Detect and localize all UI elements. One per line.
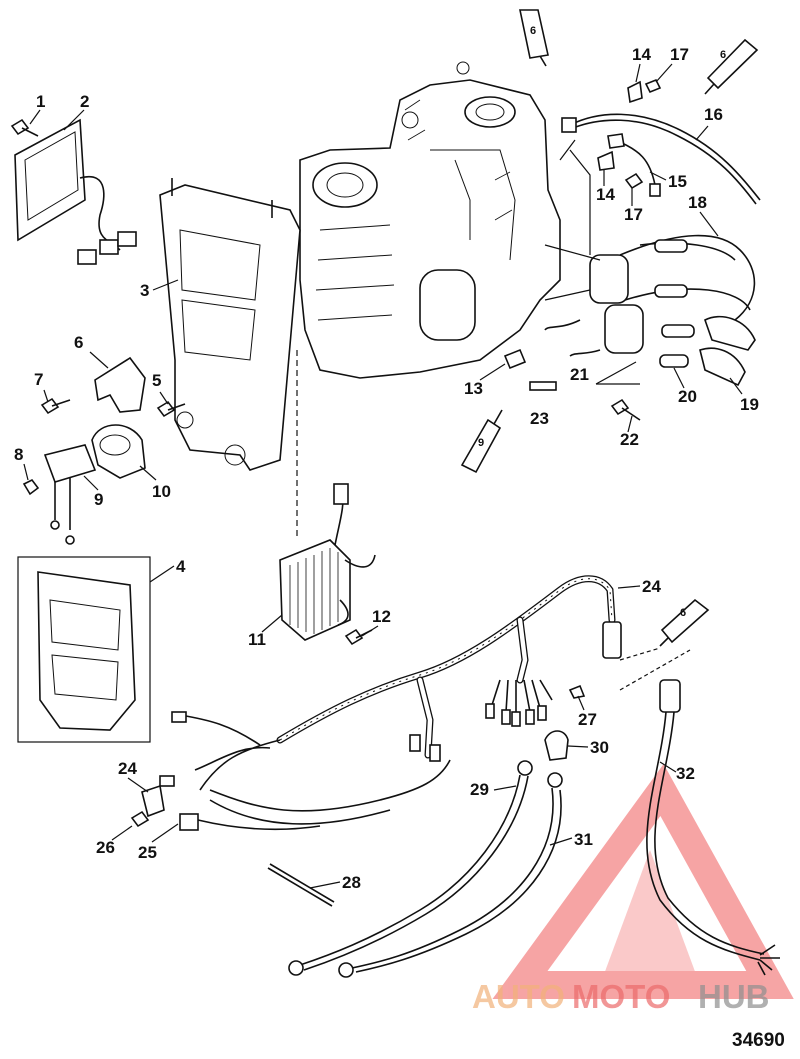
callout-label: 11: [248, 630, 266, 649]
sealant-tube-9: 9: [460, 409, 503, 474]
watermark-text: AUTO MOTO HUB: [472, 978, 770, 1015]
callout-label: 32: [676, 764, 695, 783]
callout-label: 23: [530, 409, 549, 428]
svg-text:6: 6: [530, 25, 536, 37]
callout-label: 20: [678, 387, 697, 406]
callout-label: 4: [176, 557, 186, 576]
figure-number: 34690: [732, 1030, 785, 1051]
part-1-screw: [10, 118, 39, 137]
svg-text:AUTO: AUTO: [472, 978, 565, 1015]
callout-label: 8: [14, 445, 23, 464]
callout-label: 13: [464, 379, 483, 398]
watermark-logo: [492, 764, 794, 999]
callout-label: 15: [668, 172, 687, 191]
callout-label: 17: [624, 205, 643, 224]
callout-label: 27: [578, 710, 597, 729]
callout-label: 12: [372, 607, 391, 626]
callout-label: 25: [138, 843, 157, 862]
callout-label: 30: [590, 738, 609, 757]
sealant-tube-6-lower: 6: [619, 598, 710, 691]
callout-label: 19: [740, 395, 759, 414]
callout-label: 29: [470, 780, 489, 799]
engine-block: [299, 61, 561, 379]
callout-label: 14: [632, 45, 651, 64]
battery-cables: [288, 760, 563, 978]
part-2-module: [14, 118, 137, 265]
callout-label: 17: [670, 45, 689, 64]
callout-label: 10: [152, 482, 171, 501]
callout-label: 6: [74, 333, 83, 352]
callout-label: 18: [688, 193, 707, 212]
callout-label: 26: [96, 838, 115, 857]
part-9-solenoid: [43, 444, 97, 545]
svg-text:9: 9: [478, 437, 484, 449]
callout-label: 21: [570, 365, 589, 384]
part-3-bracket: [159, 178, 301, 471]
callout-label: 3: [140, 281, 149, 300]
part-32-cable: [646, 679, 780, 976]
callout-label: 31: [574, 830, 593, 849]
svg-text:MOTO: MOTO: [572, 978, 670, 1015]
callout-label: 14: [596, 185, 615, 204]
sealant-tube-6-right: 6: [704, 38, 759, 95]
svg-text:6: 6: [720, 49, 726, 61]
callout-label: 9: [94, 490, 103, 509]
part-11-regulator: [279, 483, 376, 641]
main-wiring-harness: [159, 575, 622, 825]
sealant-tube-6-top: 6: [519, 9, 549, 67]
callout-label: 7: [34, 370, 43, 389]
callout-label: 28: [342, 873, 361, 892]
callout-label: 2: [80, 92, 89, 111]
part-18-ignition-leads: [619, 234, 756, 368]
callout-label: 24: [118, 759, 137, 778]
svg-text:HUB: HUB: [698, 978, 770, 1015]
callout-label: 22: [620, 430, 639, 449]
callout-label: 16: [704, 105, 723, 124]
part-10-boot: [91, 424, 146, 479]
callout-label: 24: [642, 577, 661, 596]
callout-label: 5: [152, 371, 161, 390]
part-21-ignition-coils: [544, 254, 644, 357]
part-4-bracket-box: [17, 556, 151, 743]
svg-text:6: 6: [680, 607, 686, 619]
callout-label: 1: [36, 92, 45, 111]
